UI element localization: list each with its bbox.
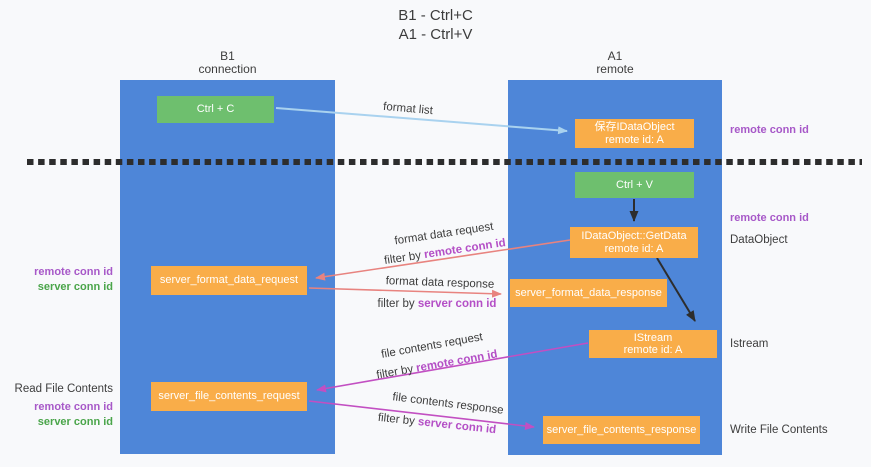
lane-a1-name: A1 [607, 49, 623, 63]
node-ctrl-c: Ctrl + C [157, 96, 274, 123]
node-save-idataobject-line1: 保存IDataObject [594, 121, 675, 133]
arrow-label-format-data-response: format data response [385, 275, 495, 291]
filter-prefix-1: filter by [383, 249, 426, 268]
lane-a1-subtitle: remote [596, 62, 634, 76]
node-getdata-line1: IDataObject::GetData [581, 230, 687, 242]
label-remote-conn-id-top-right: remote conn id [730, 124, 809, 136]
label-remote-conn-id-bottom-left: remote conn id [34, 401, 113, 413]
node-save-idataobject: 保存IDataObject remote id: A [575, 119, 694, 148]
node-save-idataobject-line2: remote id: A [605, 133, 664, 146]
diagram-title-line1: B1 - Ctrl+C [398, 7, 473, 24]
label-server-conn-id-top-left: server conn id [37, 281, 113, 293]
diagram-title-line2: A1 - Ctrl+V [398, 26, 473, 43]
lane-header-b1: B1 connection [120, 50, 335, 76]
node-istream-line2: remote id: A [623, 344, 683, 356]
node-file-response-label: server_file_contents_response [546, 423, 697, 436]
label-remote-conn-id-mid-right: remote conn id [730, 212, 809, 224]
label-write-file-contents: Write File Contents [730, 424, 828, 436]
label-dataobject: DataObject [730, 234, 788, 246]
filter-emph-server-2: server conn id [417, 416, 497, 437]
node-istream: IStream remote id: A [589, 330, 717, 358]
filter-emph-server-1: server conn id [417, 298, 497, 310]
node-idataobject-getdata: IDataObject::GetData remote id: A [570, 227, 698, 258]
filter-prefix-2: filter by [377, 298, 418, 310]
arrow-label-filter-by-server-2: filter by server conn id [377, 412, 496, 436]
node-file-request-label: server_file_contents_request [158, 390, 300, 403]
lane-b1-name: B1 [220, 49, 235, 63]
node-ctrl-c-label: Ctrl + C [196, 103, 235, 116]
node-format-response-label: server_format_data_response [515, 286, 662, 299]
node-ctrl-v: Ctrl + V [575, 172, 694, 198]
node-server-file-contents-response: server_file_contents_response [543, 416, 700, 444]
node-server-format-data-request: server_format_data_request [151, 266, 307, 295]
filter-prefix-3: filter by [375, 362, 418, 382]
label-read-file-contents: Read File Contents [14, 383, 113, 395]
arrow-label-filter-by-server-1: filter by server conn id [378, 298, 497, 310]
filter-prefix-4: filter by [377, 411, 419, 428]
label-remote-conn-id-top-left: remote conn id [34, 266, 113, 278]
node-format-request-label: server_format_data_request [159, 274, 299, 287]
lane-b1-subtitle: connection [198, 62, 257, 76]
label-istream: Istream [730, 338, 769, 350]
node-getdata-line2: remote id: A [604, 242, 664, 255]
arrow-label-format-list: format list [382, 100, 434, 118]
node-server-file-contents-request: server_file_contents_request [151, 382, 307, 411]
lane-header-a1: A1 remote [508, 50, 722, 76]
label-server-conn-id-bottom-left: server conn id [37, 416, 113, 428]
arrow-label-file-contents-response: file contents response [391, 391, 505, 417]
node-server-format-data-response: server_format_data_response [510, 279, 667, 307]
node-istream-line1: IStream [633, 331, 673, 344]
node-ctrl-v-label: Ctrl + V [616, 178, 653, 191]
